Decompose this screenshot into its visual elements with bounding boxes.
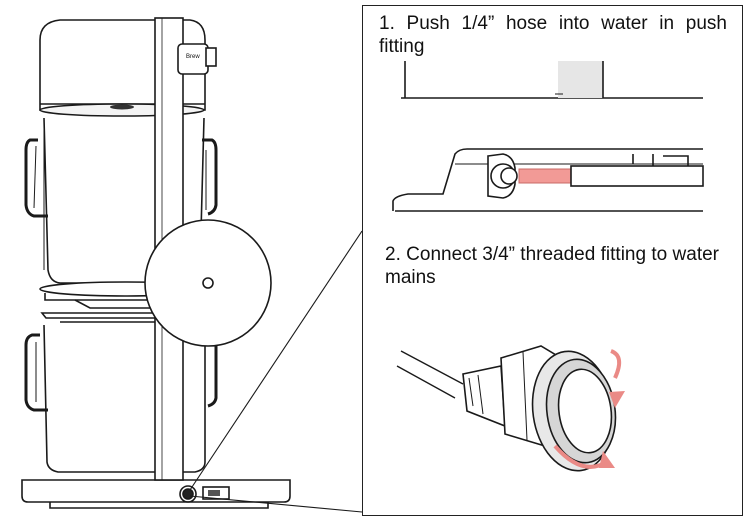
svg-text:Brew: Brew [186,54,200,60]
callout-leader-bottom [189,495,362,513]
water-disc [144,219,272,347]
detail-callout: 1. Push 1/4” hose into water in push fit… [362,5,743,516]
hose-highlight [518,168,572,184]
step-2-instruction: 2. Connect 3/4” threaded fitting to wate… [385,244,719,288]
callout-leader-top [189,230,362,491]
machine-underside [401,61,703,99]
detail-illustration [392,61,704,472]
lower-jug [24,324,218,473]
brewer-machine-illustration: Brew [21,17,362,513]
rotation-arrow-icon [553,349,625,469]
step-1-instruction: 1. Push 1/4” hose into water in push fit… [379,13,727,57]
machine-base [21,479,291,509]
threaded-fitting-icon [396,345,617,472]
push-fitting-icon [392,148,704,212]
